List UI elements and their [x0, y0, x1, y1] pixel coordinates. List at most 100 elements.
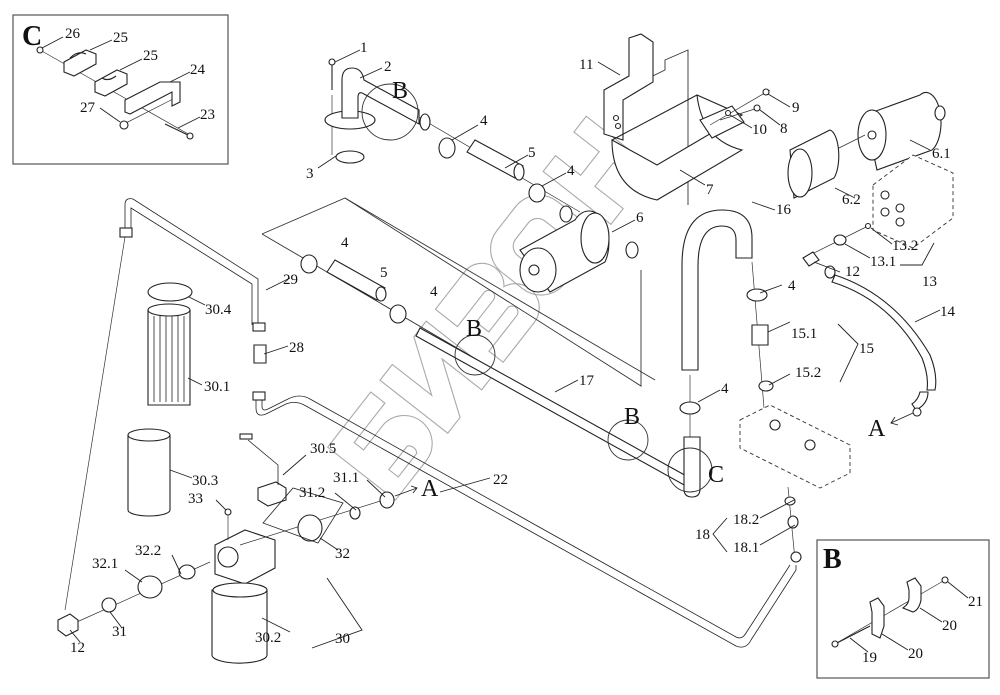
inset-c-letter: C	[22, 21, 42, 52]
filter-sleeve-30.3	[127, 434, 171, 517]
callout-4-f: 4	[430, 284, 438, 300]
adapter-13.1	[833, 234, 847, 246]
callout-26: 26	[65, 26, 81, 42]
callout-18-1: 18.1	[733, 540, 759, 556]
o-ring-15.2	[758, 380, 774, 392]
callout-29: 29	[283, 272, 298, 288]
pressure-filter-6.1	[787, 91, 946, 199]
callout-2: 2	[384, 59, 392, 75]
hose-5b	[326, 259, 386, 301]
ref-circle-c1	[667, 447, 713, 493]
callout-9: 9	[792, 100, 800, 116]
suction-filter-30	[57, 282, 395, 664]
bolt-8	[753, 104, 761, 112]
bolt-9	[762, 88, 770, 96]
clamp-half-25-lower	[94, 69, 128, 97]
callout-30-4: 30.4	[205, 302, 232, 318]
callout-25-lower: 25	[143, 48, 158, 64]
callout-22: 22	[493, 472, 508, 488]
bracket-24	[124, 81, 181, 115]
callout-16: 16	[776, 202, 792, 218]
fitting-12-left	[57, 613, 79, 637]
callout-labels: 1 2 3 4 5 4 6 11 9 8 10 7 6.1 6.2 13.2 1…	[70, 40, 956, 656]
fitting-22-top	[252, 391, 266, 401]
valve-block	[872, 154, 954, 249]
fitting-12-right	[802, 251, 820, 267]
callout-12-right: 12	[845, 264, 860, 280]
hose-clamp-4d	[746, 288, 768, 302]
callout-4-c: 4	[341, 235, 349, 251]
callout-31-2: 31.2	[299, 485, 325, 501]
callout-28: 28	[289, 340, 304, 356]
callout-4-d: 4	[788, 278, 796, 294]
ref-circle-b2	[454, 334, 496, 376]
filter-head-30	[214, 529, 276, 585]
o-ring-3	[335, 150, 365, 164]
callout-6-2: 6.2	[842, 192, 861, 208]
callout-30-1: 30.1	[204, 379, 230, 395]
callout-18-2: 18.2	[733, 512, 759, 528]
clamp-20-rear	[901, 577, 922, 613]
o-ring-13.2	[864, 222, 872, 230]
callout-13: 13	[922, 274, 937, 290]
inset-c-frame	[12, 14, 229, 165]
callout-33: 33	[188, 491, 203, 507]
callout-32: 32	[335, 546, 350, 562]
callout-18: 18	[695, 527, 710, 543]
ref-c-1: C	[708, 462, 724, 488]
o-ring-31.2	[349, 506, 361, 520]
hose-16	[679, 209, 774, 440]
ref-a-1: A	[421, 476, 439, 502]
callout-23: 23	[200, 107, 215, 123]
return-filter-6	[519, 205, 639, 293]
callout-1: 1	[360, 40, 368, 56]
fitting-29-top	[119, 227, 133, 238]
callout-32-1: 32.1	[92, 556, 118, 572]
clamp-half-25-upper	[63, 49, 97, 77]
tray-tab	[699, 105, 745, 139]
inset-b: B 21 20 20 19	[816, 539, 990, 679]
hose-5a	[466, 139, 524, 179]
ref-a-2: A	[868, 416, 886, 442]
inset-c: C 26 25 25 24 27 23	[12, 14, 229, 165]
callout-21: 21	[968, 594, 983, 610]
callout-27: 27	[80, 100, 96, 116]
reference-letters: B B B C A A	[392, 78, 886, 502]
adapter-32	[297, 514, 323, 542]
inset-b-letter: B	[823, 544, 842, 575]
callout-4-b: 4	[567, 163, 575, 179]
pipe-17	[300, 254, 713, 498]
hose-clamp-4f	[389, 304, 407, 324]
nut-21	[941, 576, 949, 584]
o-ring-30.4	[147, 282, 193, 302]
clamp-20-front	[869, 597, 885, 639]
leader-lines	[69, 49, 941, 649]
washer-10	[724, 109, 732, 117]
nut-26	[36, 46, 44, 54]
hose-clamp-4c	[300, 254, 318, 274]
ref-b-2: B	[466, 316, 482, 342]
hose-clamp-4e	[679, 401, 701, 415]
bolt-19	[834, 625, 871, 645]
callout-20-front: 20	[908, 646, 923, 662]
sensor-30.5	[257, 481, 287, 507]
adapter-28	[253, 344, 267, 364]
callout-31: 31	[112, 624, 127, 640]
hose-clamp-4a	[438, 137, 456, 159]
inset-b-frame	[816, 539, 990, 679]
hose-clamp-4b	[528, 183, 546, 203]
hose-14	[824, 265, 937, 417]
callout-15-1: 15.1	[791, 326, 817, 342]
callout-13-2: 13.2	[892, 238, 918, 254]
callout-11: 11	[579, 57, 593, 73]
ref-circle-b1	[361, 83, 419, 141]
adapter-15.1	[751, 324, 769, 346]
hydraulic-pump	[739, 404, 851, 489]
pump	[739, 404, 851, 563]
callout-6: 6	[636, 210, 644, 226]
o-ring-32.2	[178, 564, 196, 580]
callout-30: 30	[335, 631, 350, 647]
callout-31-1: 31.1	[333, 470, 359, 486]
callout-14: 14	[940, 304, 956, 320]
callout-30-3: 30.3	[192, 473, 218, 489]
